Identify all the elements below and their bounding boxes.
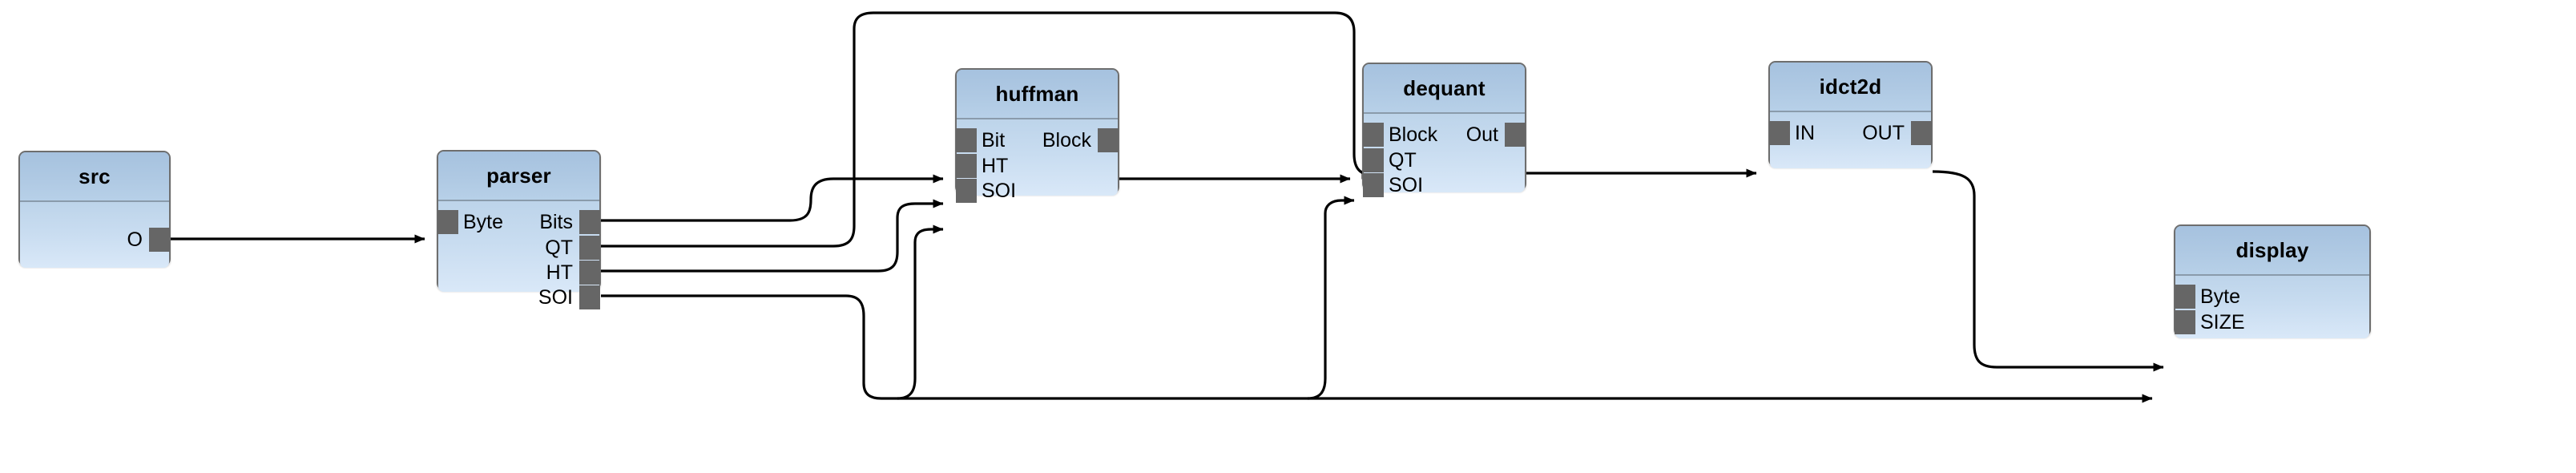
port-display-in-size[interactable]: SIZE bbox=[2175, 310, 2245, 334]
port-pad-icon bbox=[956, 128, 977, 152]
port-pad-icon bbox=[1363, 173, 1384, 197]
port-huffman-in-ht[interactable]: HT bbox=[956, 154, 1008, 178]
port-idct2d-in-in[interactable]: IN bbox=[1769, 121, 1815, 145]
block-src-header: src bbox=[20, 152, 169, 202]
block-parser-header: parser bbox=[438, 152, 599, 201]
port-label: SOI bbox=[982, 179, 1017, 202]
port-pad-icon bbox=[956, 179, 977, 203]
wire-parser-soi-to-dequant-soi bbox=[1307, 196, 1355, 400]
port-pad-icon bbox=[579, 210, 600, 234]
port-huffman-out-block[interactable]: Block bbox=[1042, 128, 1119, 152]
block-display-header: display bbox=[2175, 226, 2369, 276]
port-label: HT bbox=[546, 261, 573, 284]
port-parser-out-soi[interactable]: SOI bbox=[538, 285, 600, 309]
wire-parser-qt-to-dequant-qt bbox=[601, 11, 1373, 248]
block-src-title: src bbox=[79, 164, 111, 188]
port-parser-out-ht[interactable]: HT bbox=[546, 261, 600, 285]
port-label: Block bbox=[1042, 128, 1091, 152]
block-dequant[interactable]: dequant Block QT SOI Out bbox=[1362, 63, 1526, 197]
wire-parser-soi-to-display-size bbox=[601, 294, 2153, 403]
port-pad-icon bbox=[2175, 285, 2195, 309]
port-huffman-in-bit[interactable]: Bit bbox=[956, 128, 1005, 152]
port-parser-in-byte[interactable]: Byte bbox=[437, 210, 503, 234]
port-dequant-in-block[interactable]: Block bbox=[1363, 123, 1437, 147]
port-label: SOI bbox=[1389, 173, 1424, 196]
port-pad-icon bbox=[437, 210, 458, 234]
port-dequant-in-qt[interactable]: QT bbox=[1363, 148, 1417, 172]
wire-parser-soi-to-huffman-soi bbox=[897, 224, 944, 400]
port-label: HT bbox=[982, 154, 1009, 177]
port-huffman-in-soi[interactable]: SOI bbox=[956, 179, 1016, 203]
block-idct2d-title: idct2d bbox=[1819, 74, 1882, 99]
block-parser[interactable]: parser Byte Bits QT HT SOI bbox=[437, 150, 601, 309]
port-pad-icon bbox=[149, 228, 170, 252]
block-dequant-header: dequant bbox=[1364, 64, 1525, 114]
block-display[interactable]: display Byte SIZE bbox=[2174, 224, 2371, 338]
port-dequant-in-soi[interactable]: SOI bbox=[1363, 173, 1423, 197]
block-display-body: Byte SIZE bbox=[2175, 276, 2369, 338]
port-pad-icon bbox=[579, 236, 600, 260]
block-huffman[interactable]: huffman Bit HT SOI Block bbox=[955, 68, 1119, 203]
block-idct2d-header: idct2d bbox=[1770, 63, 1931, 112]
block-display-title: display bbox=[2235, 237, 2309, 262]
port-label: Bit bbox=[982, 128, 1006, 152]
port-idct2d-out-out[interactable]: OUT bbox=[1862, 121, 1932, 145]
port-pad-icon bbox=[579, 285, 600, 309]
port-label: OUT bbox=[1862, 121, 1905, 144]
block-parser-title: parser bbox=[486, 163, 551, 188]
port-label: O bbox=[127, 228, 143, 251]
block-src-body: O bbox=[20, 202, 170, 268]
port-pad-icon bbox=[1505, 123, 1526, 147]
port-pad-icon bbox=[2175, 310, 2195, 334]
port-label: Block bbox=[1389, 123, 1438, 146]
block-parser-body: Byte Bits QT HT SOI bbox=[437, 201, 600, 309]
block-dequant-title: dequant bbox=[1403, 75, 1486, 100]
port-dequant-out-out[interactable]: Out bbox=[1466, 123, 1526, 147]
port-label: QT bbox=[545, 236, 573, 259]
port-pad-icon bbox=[1363, 148, 1384, 172]
port-src-out-o[interactable]: O bbox=[127, 228, 170, 252]
port-label: SIZE bbox=[2200, 310, 2245, 334]
block-huffman-header: huffman bbox=[957, 70, 1118, 119]
block-idct2d[interactable]: idct2d IN OUT bbox=[1768, 61, 1933, 168]
block-huffman-body: Bit HT SOI Block bbox=[956, 119, 1119, 203]
wire-parser-bits-to-huffman-bit bbox=[601, 174, 944, 222]
wire-idct2d-out-to-display-byte bbox=[1932, 170, 2164, 372]
port-label: Byte bbox=[2200, 285, 2241, 308]
block-src[interactable]: src O bbox=[18, 151, 171, 268]
block-huffman-title: huffman bbox=[995, 81, 1079, 106]
block-idct2d-body: IN OUT bbox=[1769, 112, 1932, 168]
port-label: QT bbox=[1389, 148, 1417, 172]
port-pad-icon bbox=[579, 261, 600, 285]
port-label: SOI bbox=[538, 285, 573, 309]
port-label: Byte bbox=[463, 210, 504, 233]
port-pad-icon bbox=[1769, 121, 1790, 145]
block-dequant-body: Block QT SOI Out bbox=[1363, 114, 1526, 197]
port-parser-out-qt[interactable]: QT bbox=[545, 236, 600, 260]
port-label: IN bbox=[1795, 121, 1815, 144]
port-pad-icon bbox=[1911, 121, 1932, 145]
port-pad-icon bbox=[956, 154, 977, 178]
port-display-in-byte[interactable]: Byte bbox=[2175, 285, 2240, 309]
port-pad-icon bbox=[1363, 123, 1384, 147]
wire-parser-ht-to-huffman-ht bbox=[601, 199, 944, 273]
port-label: Out bbox=[1465, 123, 1498, 146]
port-parser-out-bits[interactable]: Bits bbox=[539, 210, 600, 234]
port-pad-icon bbox=[1098, 128, 1119, 152]
port-label: Bits bbox=[539, 210, 573, 233]
